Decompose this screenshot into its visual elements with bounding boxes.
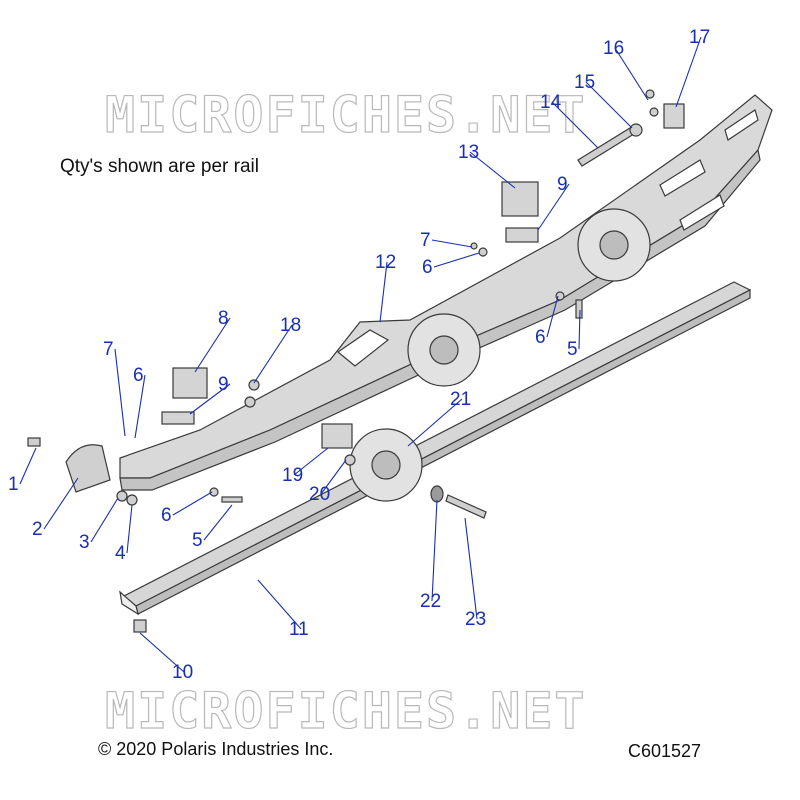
callout-7: 7 bbox=[420, 230, 473, 251]
callout-number: 12 bbox=[375, 252, 396, 273]
callout-3: 3 bbox=[79, 497, 119, 553]
callout-leader-line bbox=[585, 81, 633, 129]
callout-leader-line bbox=[469, 151, 516, 189]
callout-leader-line bbox=[139, 632, 185, 673]
callout-leader-line bbox=[189, 383, 231, 415]
callout-2: 2 bbox=[32, 477, 79, 540]
callout-leader-line bbox=[194, 317, 231, 373]
callout-6: 6 bbox=[422, 252, 480, 278]
suspension-rail bbox=[119, 94, 773, 491]
callout-number: 6 bbox=[535, 327, 546, 348]
idler-wheel-rear bbox=[577, 208, 651, 282]
callout-number: 3 bbox=[79, 532, 90, 553]
callout-leader-line bbox=[551, 101, 599, 149]
callout-number: 11 bbox=[289, 619, 309, 640]
callout-number: 16 bbox=[603, 38, 624, 59]
callout-number: 15 bbox=[574, 72, 595, 93]
callout-number: 18 bbox=[280, 315, 301, 336]
callout-number: 20 bbox=[309, 484, 330, 505]
callout-11: 11 bbox=[257, 579, 309, 640]
callout-leader-line bbox=[114, 348, 126, 437]
callout-number: 6 bbox=[422, 257, 433, 278]
copyright-text: © 2020 Polaris Industries Inc. bbox=[98, 739, 333, 759]
callout-6: 6 bbox=[133, 365, 146, 439]
callout-9: 9 bbox=[189, 374, 231, 415]
callout-leader-line bbox=[675, 36, 702, 108]
callout-number: 6 bbox=[133, 365, 144, 386]
callout-17: 17 bbox=[675, 27, 710, 108]
callout-number: 4 bbox=[115, 543, 126, 564]
callout-12: 12 bbox=[375, 252, 396, 323]
callout-16: 16 bbox=[603, 38, 649, 101]
watermark-top: MICROFICHES.NET bbox=[105, 86, 587, 144]
callout-leader-line bbox=[464, 517, 478, 620]
idler-wheel-front bbox=[407, 313, 481, 387]
callout-6: 6 bbox=[161, 491, 213, 526]
callout-14: 14 bbox=[540, 92, 599, 149]
callout-number: 21 bbox=[450, 389, 471, 410]
callout-leader-line bbox=[203, 504, 233, 541]
callout-leader-line bbox=[320, 459, 347, 495]
watermark-bottom: MICROFICHES.NET bbox=[105, 682, 587, 740]
callout-9: 9 bbox=[537, 174, 570, 231]
callout-number: 9 bbox=[218, 374, 229, 395]
callout-leader-line bbox=[578, 309, 581, 350]
callout-number: 23 bbox=[465, 609, 486, 630]
callout-leader-line bbox=[537, 183, 570, 231]
callout-number: 10 bbox=[172, 662, 193, 683]
callout-leader-line bbox=[253, 324, 293, 384]
callout-5: 5 bbox=[192, 504, 233, 551]
callout-number: 1 bbox=[8, 474, 19, 495]
callout-leader-line bbox=[134, 374, 146, 439]
callout-leader-line bbox=[379, 261, 388, 323]
callout-number: 6 bbox=[161, 505, 172, 526]
callout-20: 20 bbox=[309, 459, 347, 505]
callout-leader-line bbox=[407, 398, 463, 447]
idler-wheel-lower bbox=[349, 428, 423, 502]
callout-leader-line bbox=[19, 447, 37, 485]
callout-leader-line bbox=[431, 499, 438, 602]
callout-7: 7 bbox=[103, 339, 126, 437]
slide-rail bbox=[119, 281, 752, 616]
callout-number: 7 bbox=[420, 230, 431, 251]
callout-number: 2 bbox=[32, 519, 43, 540]
callout-layer: 1234567689181219202113976651415161722231… bbox=[8, 27, 710, 683]
callout-leader-line bbox=[90, 497, 119, 543]
callout-number: 7 bbox=[103, 339, 114, 360]
callout-leader-line bbox=[433, 252, 480, 268]
callout-19: 19 bbox=[282, 447, 329, 486]
callout-leader-line bbox=[431, 239, 473, 248]
callout-number: 13 bbox=[458, 142, 479, 163]
callout-leader-line bbox=[546, 295, 559, 338]
drawing-number: C601527 bbox=[628, 741, 701, 761]
callout-number: 17 bbox=[689, 27, 710, 48]
callout-leader-line bbox=[293, 447, 329, 476]
callout-8: 8 bbox=[194, 308, 231, 373]
callout-23: 23 bbox=[464, 517, 486, 630]
callout-13: 13 bbox=[458, 142, 516, 189]
callout-number: 22 bbox=[420, 591, 441, 612]
callout-leader-line bbox=[126, 504, 133, 554]
callout-leader-line bbox=[614, 47, 649, 101]
callout-4: 4 bbox=[115, 504, 133, 564]
quantity-note: Qty's shown are per rail bbox=[60, 156, 259, 177]
callout-number: 8 bbox=[218, 308, 229, 329]
callout-number: 19 bbox=[282, 465, 303, 486]
callout-15: 15 bbox=[574, 72, 633, 129]
callout-leader-line bbox=[43, 477, 79, 530]
callout-21: 21 bbox=[407, 389, 471, 447]
callout-1: 1 bbox=[8, 447, 37, 495]
callout-5: 5 bbox=[567, 309, 581, 360]
callout-leader-line bbox=[172, 491, 213, 516]
callout-number: 14 bbox=[540, 92, 562, 113]
callout-number: 5 bbox=[192, 530, 203, 551]
callout-number: 5 bbox=[567, 339, 578, 360]
callout-18: 18 bbox=[253, 315, 301, 384]
callout-6: 6 bbox=[535, 295, 559, 348]
callout-10: 10 bbox=[139, 632, 193, 683]
callout-number: 9 bbox=[557, 174, 568, 195]
callout-22: 22 bbox=[420, 499, 441, 612]
callout-leader-line bbox=[257, 579, 302, 630]
